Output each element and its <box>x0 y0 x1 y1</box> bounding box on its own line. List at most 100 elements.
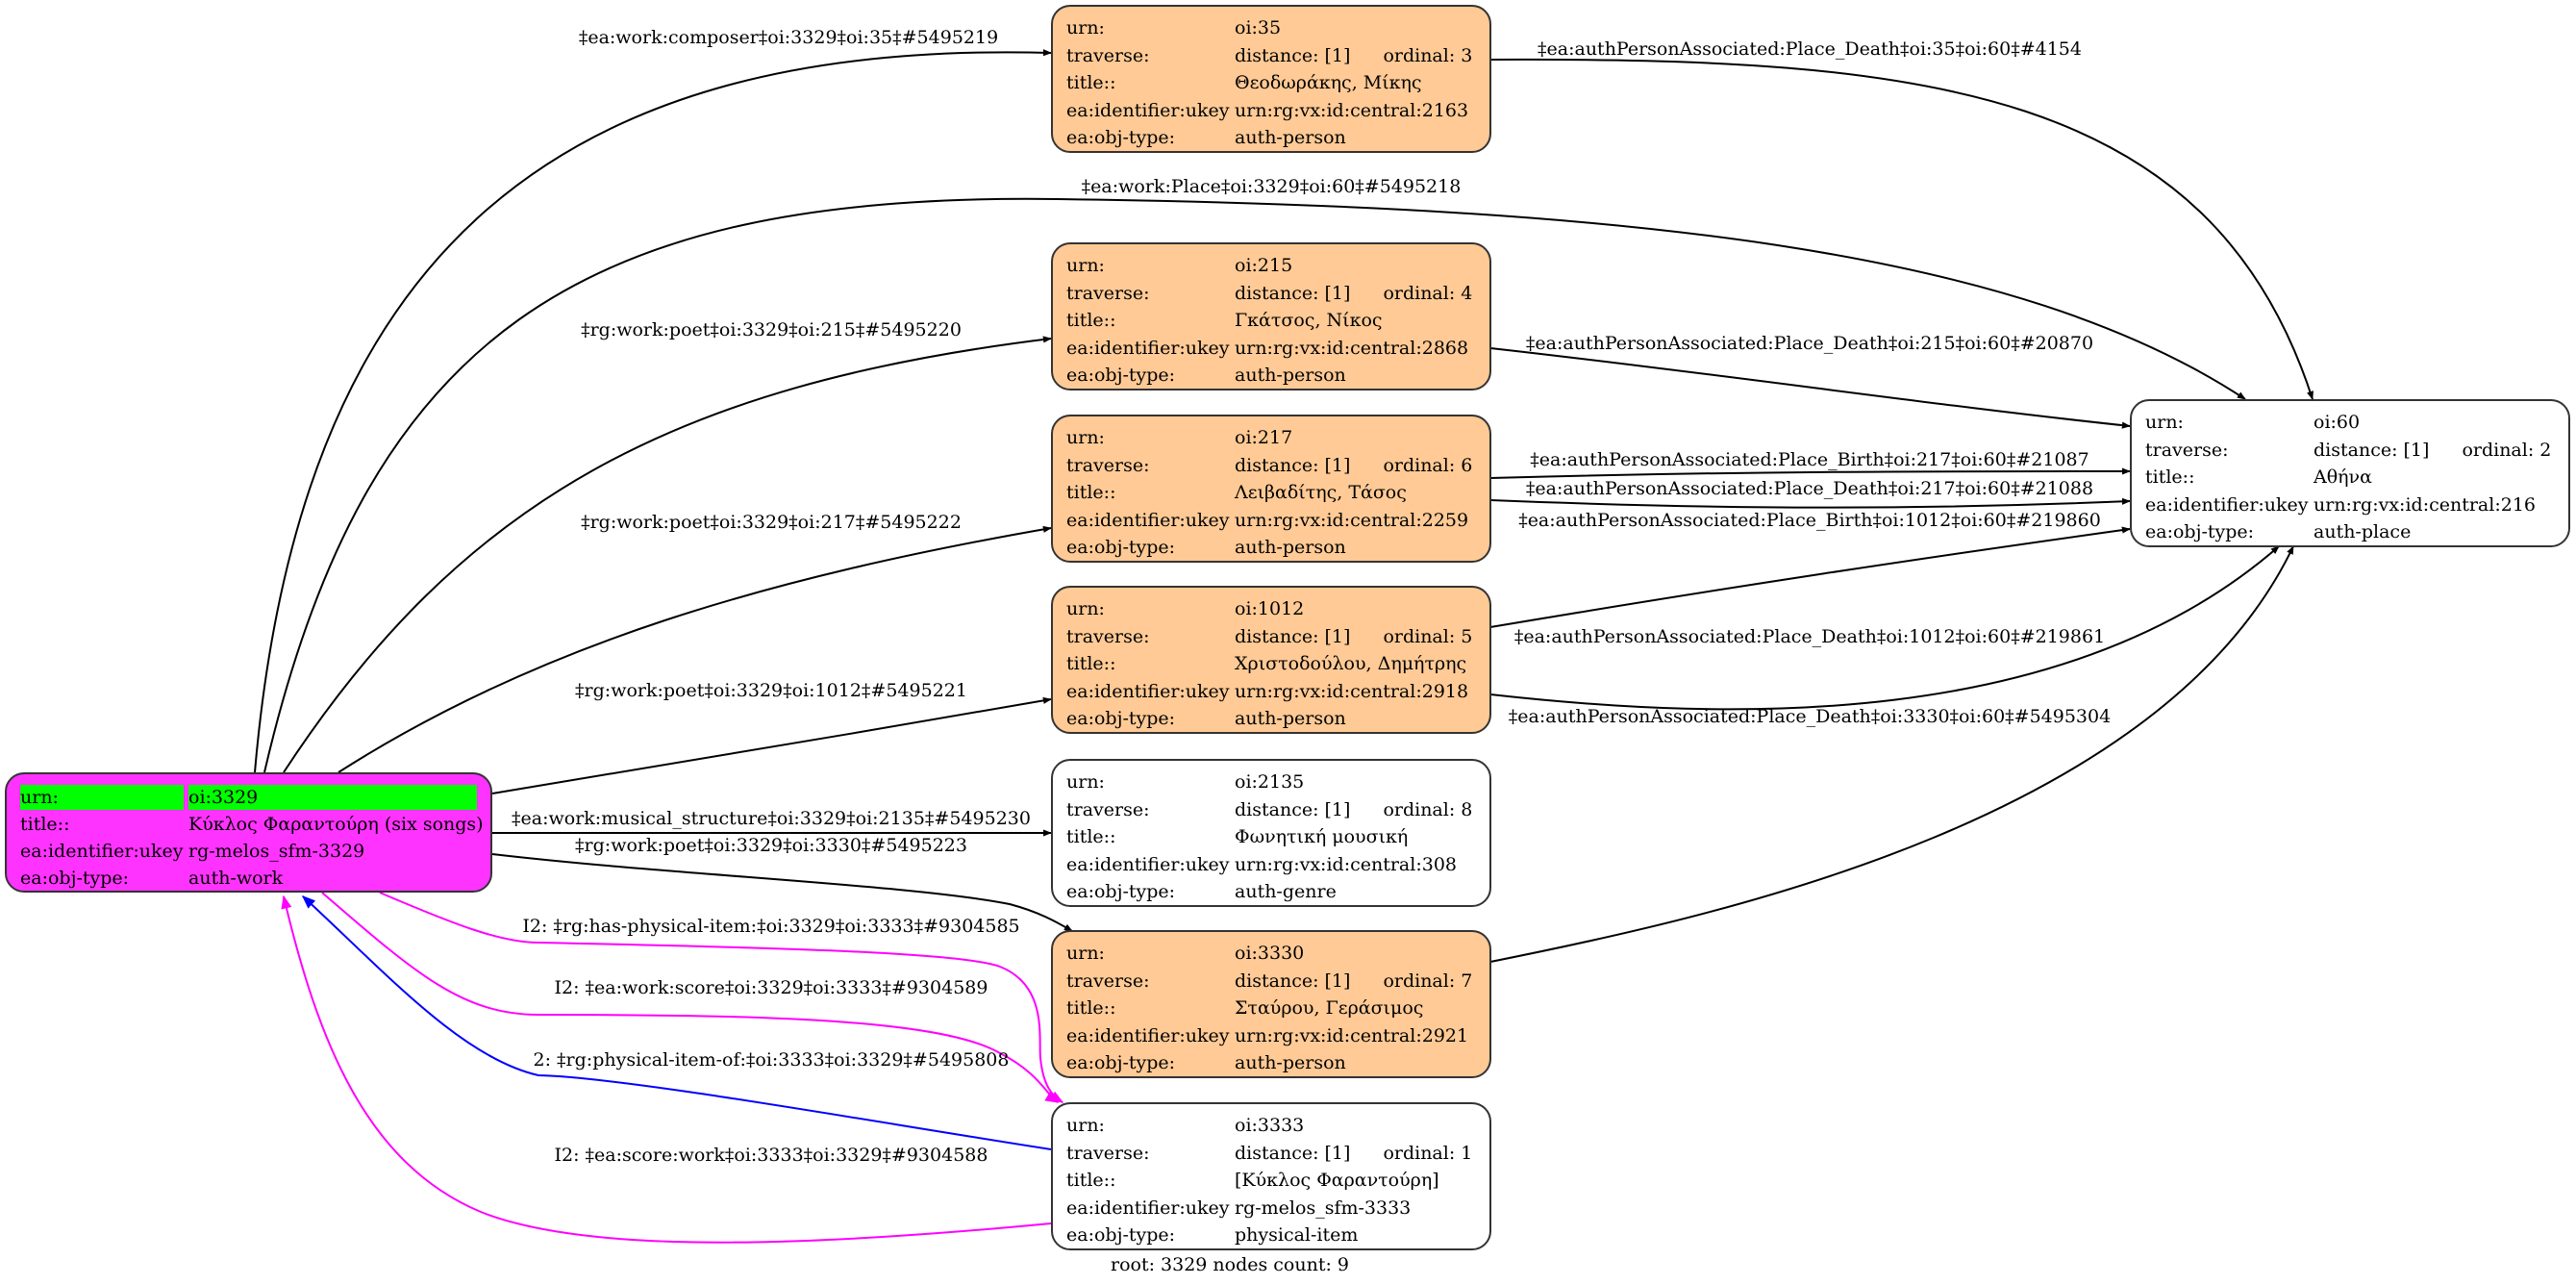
node-oi-217[interactable]: urn:oi:217 traverse:distance: [1]ordinal… <box>1051 415 1491 563</box>
field-label: traverse: <box>1066 798 1150 820</box>
field-label: title:: <box>1066 72 1116 94</box>
edge-e4[interactable] <box>338 525 1052 773</box>
edge-e9[interactable] <box>321 892 1060 1103</box>
field-value: Σταύρου, Γεράσιμος <box>1235 997 1424 1020</box>
node-oi-1012[interactable]: urn:oi:1012 traverse:distance: [1]ordina… <box>1051 586 1491 734</box>
node-oi-35[interactable]: urn:oi:35 traverse:distance: [1]ordinal:… <box>1051 5 1491 153</box>
field-value: Κύκλος Φαραντούρη (six songs) <box>188 814 484 835</box>
field-value: distance: [1]ordinal: 1 <box>1235 1143 1476 1164</box>
field-value: rg-melos_sfm-3333 <box>1235 1197 1412 1219</box>
field-value: urn:rg:vx:id:central:2921 <box>1235 1024 1469 1046</box>
node-oi-2135[interactable]: urn:oi:2135 traverse: distance: [1] ordina… <box>1051 759 1491 907</box>
ordinal-value: ordinal: 1 <box>1383 1142 1473 1164</box>
field-label: traverse: <box>1066 1142 1150 1164</box>
field-value: oi:3333 <box>1235 1115 1305 1137</box>
edge-e8[interactable] <box>379 892 1064 1103</box>
field-value: Γκάτσος, Νίκος <box>1235 310 1383 332</box>
edge-e17[interactable] <box>1489 545 2280 711</box>
field-label: title:: <box>1066 997 1116 1020</box>
distance-value: distance: [1] <box>2313 439 2430 461</box>
field-value: auth-person <box>1235 1052 1346 1074</box>
ordinal-value: ordinal: 4 <box>1383 282 1473 304</box>
field-label: title:: <box>1066 482 1116 504</box>
field-label: urn: <box>1066 17 1105 39</box>
edge-e16[interactable] <box>1489 526 2131 628</box>
field-value: physical-item <box>1235 1224 1359 1247</box>
field-label: urn: <box>1066 771 1105 794</box>
field-label: title:: <box>1066 310 1116 332</box>
field-value: urn:rg:vx:id:central:2868 <box>1235 337 1469 359</box>
field-label: traverse: <box>1066 970 1150 992</box>
distance-value: distance: [1] <box>1235 44 1351 66</box>
edge-e18[interactable] <box>1489 545 2294 963</box>
node-row-title: title::Αθήνα <box>2145 464 2555 491</box>
field-value: distance: [1] ordinal: 7 <box>1235 970 1476 992</box>
field-value: urn:rg:vx:id:central:308 <box>1235 853 1458 875</box>
node-row-type: ea:obj-type:auth-work <box>20 865 477 892</box>
node-row-traverse: traverse:distance: [1]ordinal: 4 <box>1066 280 1476 308</box>
node-row-type: ea:obj-type:physical-item <box>1066 1222 1476 1249</box>
distance-value: distance: [1] <box>1235 970 1351 992</box>
node-row-type: ea:obj-type:auth-person <box>1066 124 1476 152</box>
node-row-urn: urn:oi:1012 <box>1066 595 1476 623</box>
edge-label: I2: ‡rg:has-physical-item:‡oi:3329‡oi:33… <box>522 916 1020 937</box>
node-oi-3333[interactable]: urn:oi:3333 traverse:distance: [1]ordina… <box>1051 1102 1491 1250</box>
node-row-urn: urn:oi:215 <box>1066 252 1476 280</box>
distance-value: distance: [1] <box>1235 798 1351 820</box>
edge-e2[interactable] <box>263 197 2246 773</box>
edge-label: ‡ea:authPersonAssociated:Place_Birth‡oi:… <box>1530 449 2089 470</box>
field-label: ea:obj-type: <box>2145 521 2255 543</box>
node-oi-60[interactable]: urn:oi:60 traverse:distance: [1]ordinal:… <box>2130 399 2570 547</box>
field-label: title:: <box>1066 1170 1116 1192</box>
field-label: traverse: <box>1066 454 1150 476</box>
field-value: urn:rg:vx:id:central:2918 <box>1235 680 1469 702</box>
field-value: oi:217 <box>1235 427 1293 449</box>
field-value: oi:215 <box>1235 255 1293 277</box>
edge-e1[interactable] <box>254 49 1052 773</box>
node-root-oi-3329[interactable]: urn:oi:3329 title::Κύκλος Φαραντούρη (si… <box>5 772 492 893</box>
field-label: urn: <box>1066 427 1105 449</box>
node-row-type: ea:obj-type:auth-place <box>2145 518 2555 546</box>
distance-value: distance: [1] <box>1235 454 1351 476</box>
node-row-title: title::Σταύρου, Γεράσιμος <box>1066 995 1476 1022</box>
node-row-urn: urn: oi:217 <box>1066 424 1476 452</box>
edge-e13[interactable] <box>1489 347 2131 429</box>
ordinal-value: ordinal: 7 <box>1383 970 1473 992</box>
node-row-urn: urn:oi:60 <box>2145 409 2555 437</box>
node-oi-3330[interactable]: urn:oi:3330 traverse: distance: [1] ordina… <box>1051 930 1491 1078</box>
ordinal-value: ordinal: 8 <box>1383 798 1473 820</box>
edge-label: ‡ea:authPersonAssociated:Place_Death‡oi:… <box>1525 333 2094 354</box>
edge-label: ‡rg:work:poet‡oi:3329‡oi:215‡#5495220 <box>581 319 962 340</box>
node-row-type: ea:obj-type:auth-person <box>1066 362 1476 390</box>
edge-label: I2: ‡ea:work:score‡oi:3329‡oi:3333‡#9304… <box>554 977 988 998</box>
field-value: distance: [1] ordinal: 8 <box>1235 799 1476 820</box>
node-row-title: title::[Κύκλος Φαραντούρη] <box>1066 1167 1476 1195</box>
field-value: auth-person <box>1235 365 1346 387</box>
edge-e5[interactable] <box>491 696 1052 794</box>
node-oi-215[interactable]: urn:oi:215 traverse:distance: [1]ordinal… <box>1051 242 1491 391</box>
edge-e7[interactable] <box>491 853 1073 932</box>
edge-e10[interactable] <box>301 895 1052 1150</box>
edge-e3[interactable] <box>283 336 1052 773</box>
edge-e12[interactable] <box>1489 58 2313 400</box>
field-value: auth-work <box>188 868 284 889</box>
field-label: ea:identifier:ukey <box>1066 853 1230 875</box>
node-row-urn: urn:oi:3330 <box>1066 940 1476 968</box>
node-row-urn: urn:oi:2135 <box>1066 768 1476 796</box>
edge-label: ‡rg:work:poet‡oi:3329‡oi:3330‡#5495223 <box>575 835 967 856</box>
edge-label: ‡rg:work:poet‡oi:3329‡oi:217‡#5495222 <box>581 512 962 533</box>
field-label: urn: <box>2145 412 2184 434</box>
node-row-type: ea:obj-type:auth-person <box>1066 1049 1476 1077</box>
edge-e15[interactable] <box>1489 497 2131 509</box>
edge-label: ‡ea:work:Place‡oi:3329‡oi:60‡#5495218 <box>1081 176 1462 197</box>
field-label: urn: <box>1066 598 1105 620</box>
edge-e11[interactable] <box>281 894 1052 1244</box>
field-label: traverse: <box>1066 44 1150 66</box>
edge-e14[interactable] <box>1489 467 2131 479</box>
